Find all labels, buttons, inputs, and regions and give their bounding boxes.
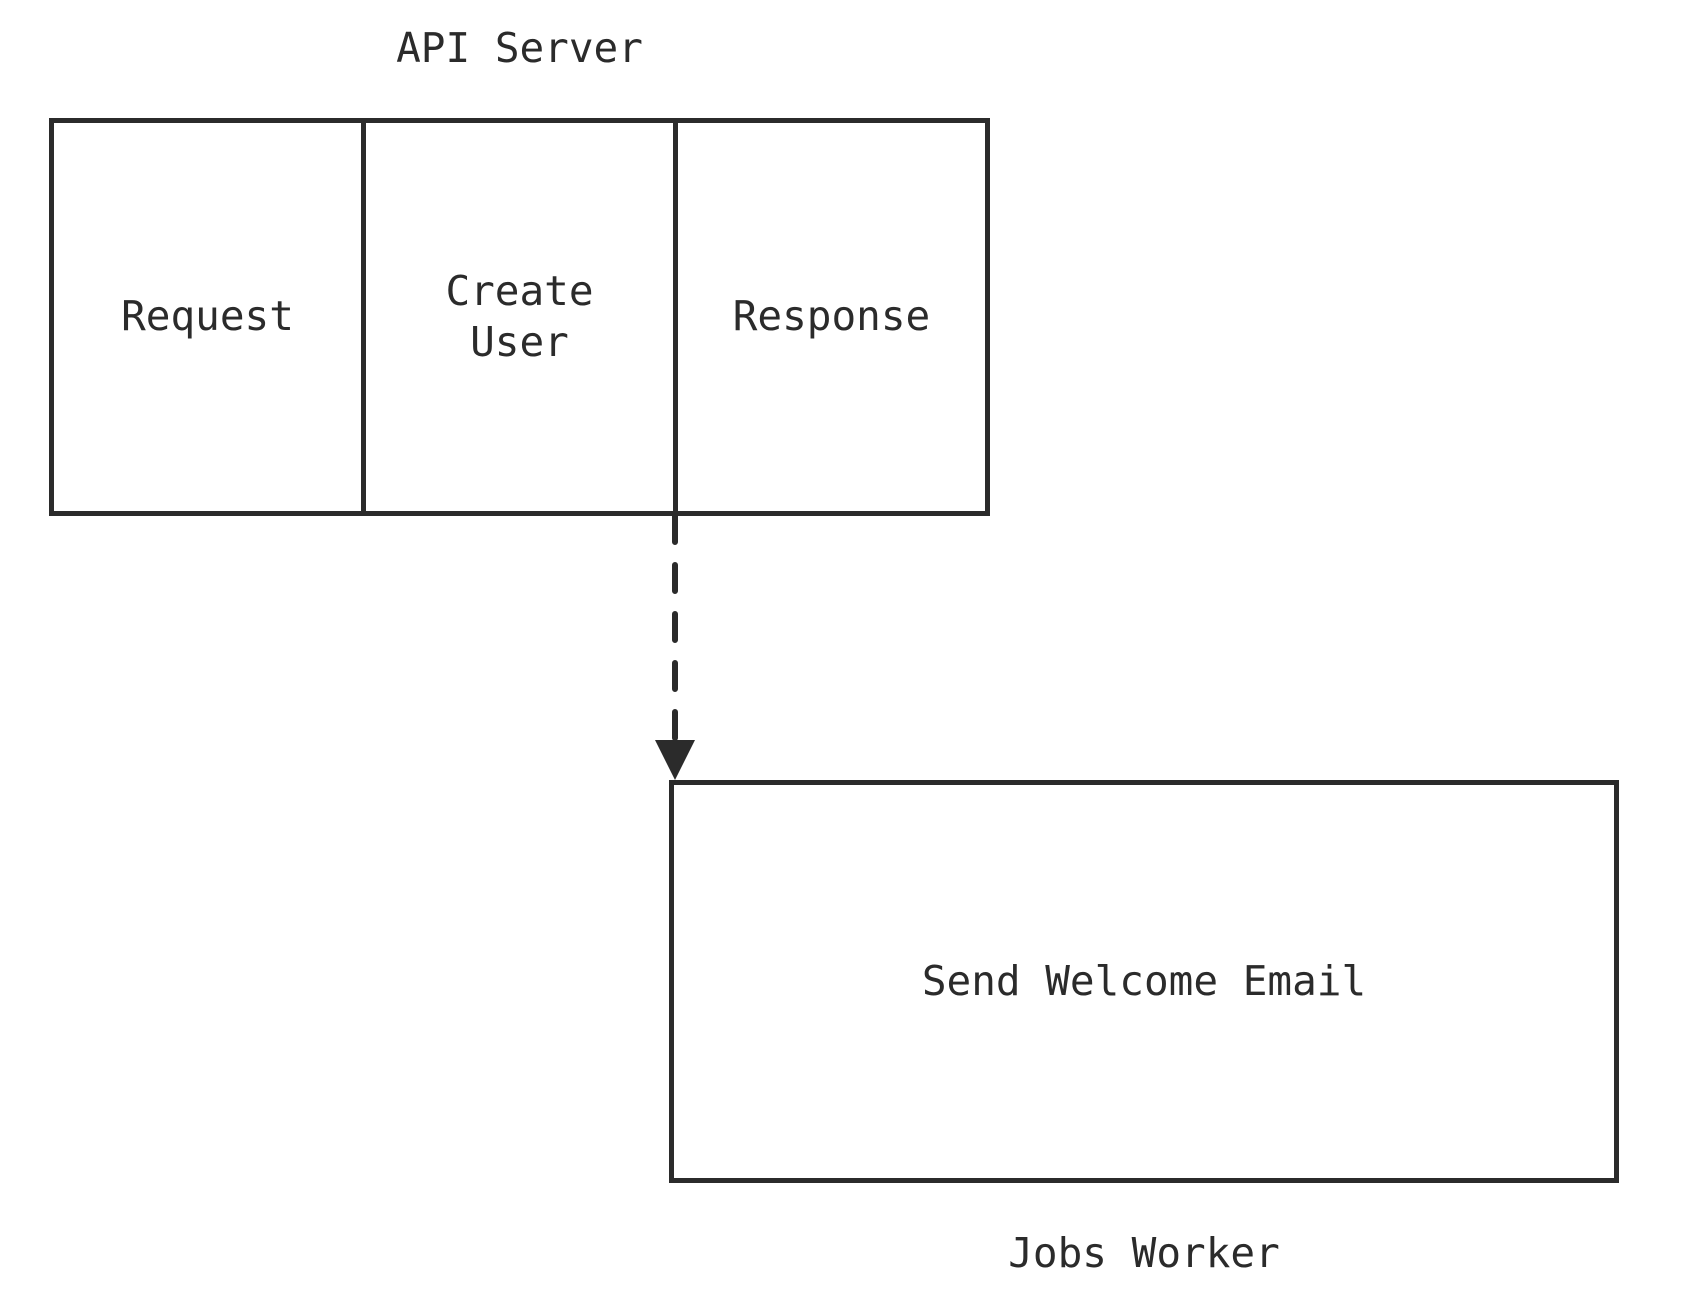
create-user-cell: Create User (366, 123, 678, 511)
response-label: Response (732, 292, 931, 341)
dashed-arrow-connector (655, 516, 695, 780)
jobs-worker-box: Send Welcome Email (669, 780, 1619, 1183)
send-welcome-email-label: Send Welcome Email (921, 956, 1367, 1005)
request-label: Request (121, 292, 294, 341)
api-server-title: API Server (396, 24, 643, 72)
request-cell: Request (54, 123, 366, 511)
api-server-box: Request Create User Response (49, 118, 990, 516)
response-cell: Response (678, 123, 985, 511)
arrowhead-icon (655, 740, 695, 780)
jobs-worker-title: Jobs Worker (1008, 1229, 1280, 1277)
create-user-label: Create User (445, 266, 594, 366)
